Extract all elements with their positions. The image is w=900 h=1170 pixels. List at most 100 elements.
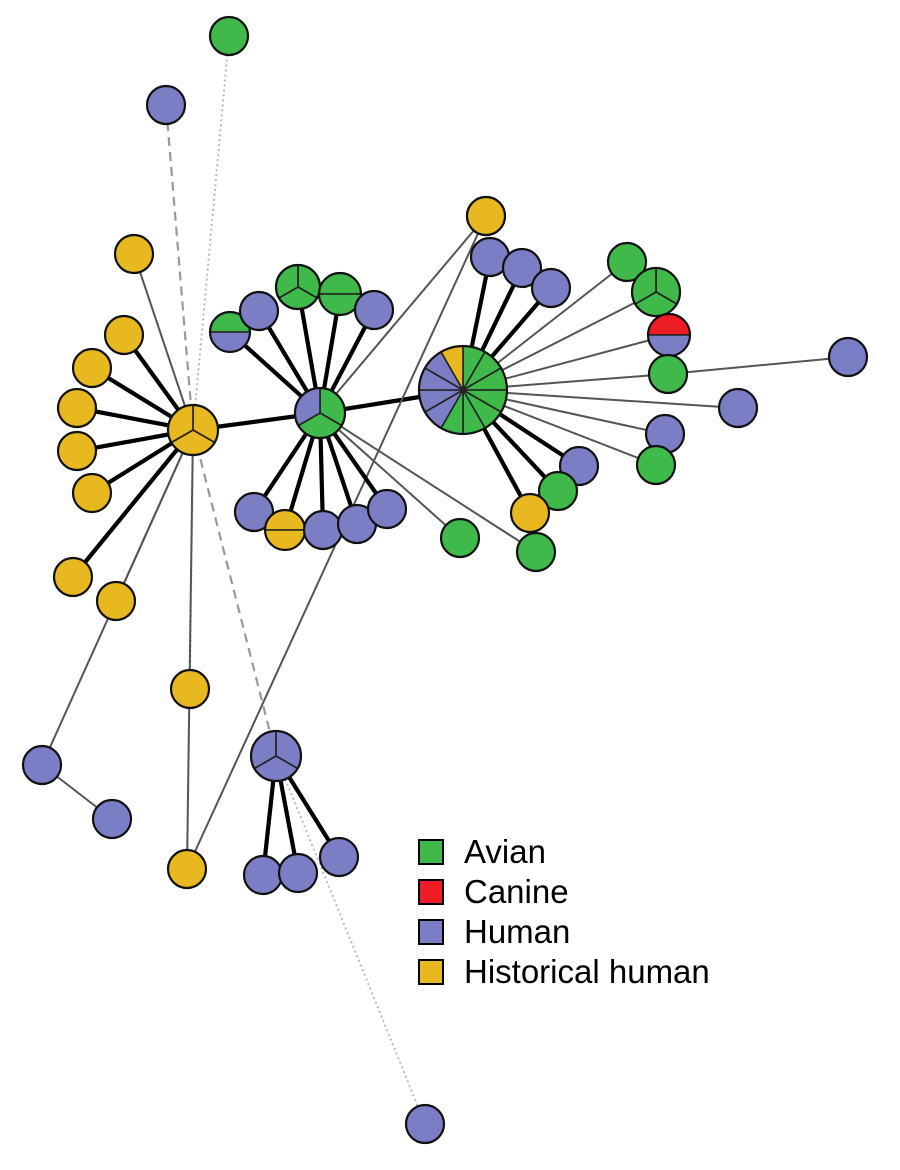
node-b5-fill <box>355 291 393 329</box>
node-n2-fill <box>147 86 185 124</box>
legend-label-canine: Canine <box>464 873 569 910</box>
node-c9 <box>827 336 869 378</box>
node-b2 <box>238 290 280 332</box>
node-n6-fill <box>58 389 96 427</box>
node-b6 <box>233 491 275 533</box>
node-n7-fill <box>58 432 96 470</box>
node-n5 <box>71 347 113 389</box>
node-b5 <box>353 289 395 331</box>
node-c10-outline <box>717 387 759 429</box>
node-B <box>293 386 347 440</box>
node-n9-outline <box>52 556 94 598</box>
edge-A-n14 <box>186 429 194 870</box>
node-b7 <box>263 508 307 552</box>
node-n2 <box>145 84 187 126</box>
node-d2-outline <box>277 852 319 894</box>
node-n12-outline <box>91 798 133 840</box>
node-n1-fill <box>210 17 248 55</box>
legend-label-historical-human: Historical human <box>464 953 710 990</box>
node-b6-fill <box>235 493 273 531</box>
node-d1 <box>242 854 284 896</box>
node-c14-outline <box>537 470 579 512</box>
node-A-outline <box>166 403 220 457</box>
node-D-outline <box>249 729 303 783</box>
node-n8-fill <box>73 474 111 512</box>
node-b2-fill <box>240 292 278 330</box>
legend-item-canine: Canine <box>418 872 710 912</box>
node-b8-fill <box>304 511 342 549</box>
node-n4 <box>103 314 145 356</box>
node-b4-slice-0 <box>318 272 362 295</box>
node-b9-fill <box>338 505 376 543</box>
node-D <box>249 729 303 783</box>
node-d3 <box>318 836 360 878</box>
node-c6 <box>630 266 682 318</box>
node-b2-outline <box>238 290 280 332</box>
node-d3-outline <box>318 836 360 878</box>
node-c3-fill <box>503 249 541 287</box>
legend-label-human: Human <box>464 913 571 950</box>
node-n11-outline <box>21 744 63 786</box>
edge-c8-c9 <box>667 356 849 375</box>
node-n3 <box>113 233 155 275</box>
node-n9 <box>52 556 94 598</box>
node-n7 <box>56 430 98 472</box>
node-n16-fill <box>406 1105 444 1143</box>
node-n10 <box>95 580 137 622</box>
node-c14 <box>537 470 579 512</box>
node-n9-fill <box>54 558 92 596</box>
node-n3-outline <box>113 233 155 275</box>
node-c5 <box>606 241 648 283</box>
node-b12 <box>515 531 557 573</box>
node-n8 <box>71 472 113 514</box>
node-c5-fill <box>608 243 646 281</box>
node-c11-fill <box>646 415 684 453</box>
node-d3-fill <box>320 838 358 876</box>
node-c8-outline <box>647 353 689 395</box>
node-n6 <box>56 387 98 429</box>
node-c7-slice-1 <box>647 334 691 357</box>
node-b8 <box>302 509 344 551</box>
legend-swatch-avian <box>418 839 444 865</box>
node-b10 <box>366 488 408 530</box>
node-n8-outline <box>71 472 113 514</box>
node-n6-outline <box>56 387 98 429</box>
node-n5-fill <box>73 349 111 387</box>
node-b4-outline <box>317 271 363 317</box>
legend-item-historical-human: Historical human <box>418 952 710 992</box>
node-n16-outline <box>404 1103 446 1145</box>
legend: Avian Canine Human Historical human <box>418 832 710 992</box>
node-c15-outline <box>509 492 551 534</box>
node-n1-outline <box>208 15 250 57</box>
node-n4-fill <box>105 316 143 354</box>
node-c1-fill <box>467 197 505 235</box>
node-c13-outline <box>558 445 600 487</box>
node-n3-fill <box>115 235 153 273</box>
node-n10-fill <box>97 582 135 620</box>
node-b12-outline <box>515 531 557 573</box>
node-c12 <box>635 444 677 486</box>
node-n14-outline <box>166 848 208 890</box>
node-b11-outline <box>439 517 481 559</box>
node-n2-outline <box>145 84 187 126</box>
edge-A-n3 <box>133 253 194 431</box>
node-d2-fill <box>279 854 317 892</box>
node-n16 <box>404 1103 446 1145</box>
node-n1 <box>208 15 250 57</box>
legend-swatch-canine <box>418 879 444 905</box>
node-b10-outline <box>366 488 408 530</box>
node-c1-outline <box>465 195 507 237</box>
node-c15-fill <box>511 494 549 532</box>
node-c9-fill <box>829 338 867 376</box>
node-c3-outline <box>501 247 543 289</box>
node-C-outline <box>417 344 509 436</box>
node-b10-fill <box>368 490 406 528</box>
node-c1 <box>465 195 507 237</box>
node-b1-outline <box>208 310 252 354</box>
edge-D-n16 <box>275 755 426 1125</box>
node-c7-slice-0 <box>647 313 691 336</box>
node-n14 <box>166 848 208 890</box>
node-c10 <box>717 387 759 429</box>
node-layer <box>21 15 869 1145</box>
